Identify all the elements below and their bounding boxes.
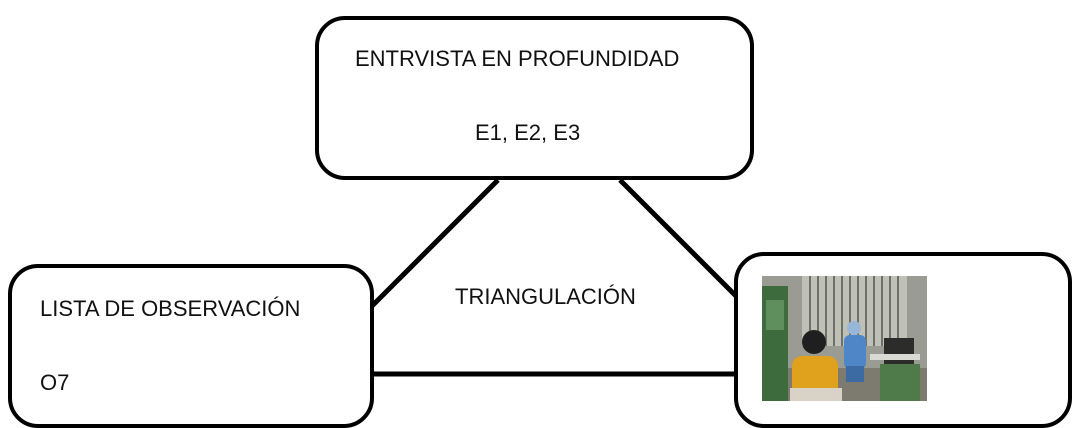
interview-title: ENTRVISTA EN PROFUNDIDAD bbox=[355, 46, 680, 71]
connector-top-right bbox=[618, 178, 738, 298]
observation-code: O7 bbox=[40, 370, 70, 395]
connector-top-left bbox=[368, 178, 500, 310]
interview-codes: E1, E2, E3 bbox=[475, 120, 581, 145]
triangulation-label: TRIANGULACIÓN bbox=[455, 284, 636, 309]
observation-box bbox=[8, 264, 374, 428]
interview-box bbox=[315, 16, 754, 180]
photo-illustration bbox=[762, 276, 927, 401]
observation-title: LISTA DE OBSERVACIÓN bbox=[40, 296, 301, 321]
interview-photo bbox=[762, 276, 927, 401]
